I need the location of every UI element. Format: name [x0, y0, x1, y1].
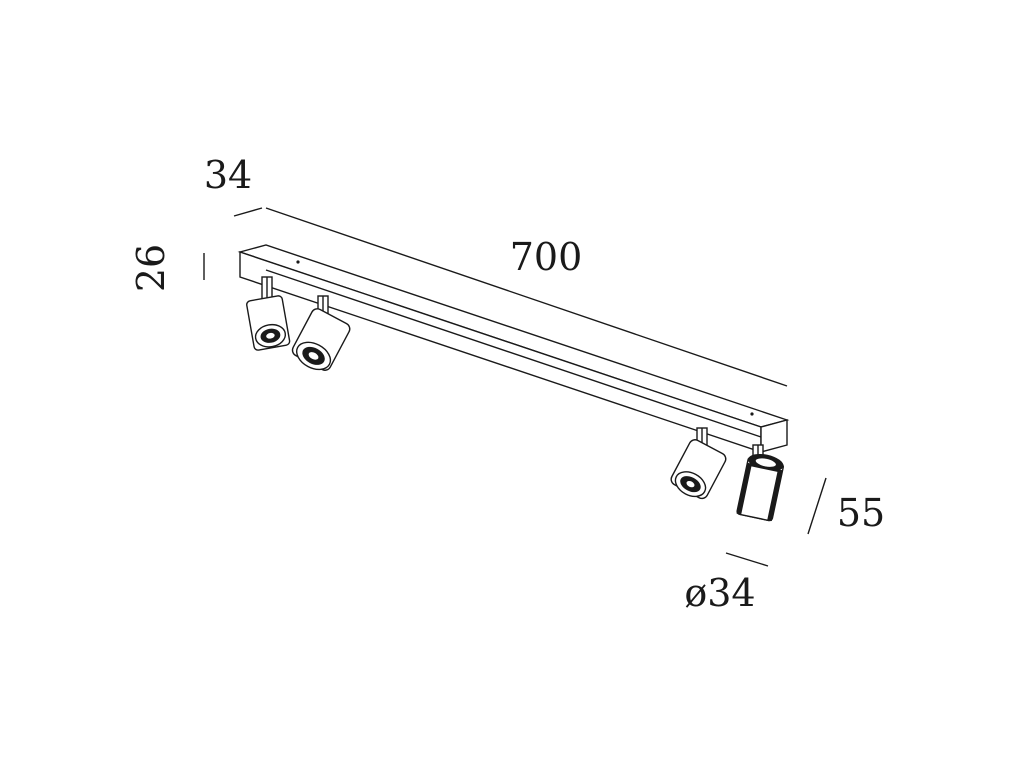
depth-label: 34: [204, 153, 252, 197]
track-rail: [237, 244, 790, 453]
spot-height-label: 55: [837, 491, 885, 535]
spotlight-4: [736, 444, 784, 522]
height-label: 26: [129, 244, 173, 292]
spot-diameter-label: ø34: [684, 571, 755, 615]
spotlight-2: [291, 295, 351, 371]
length-label: 700: [510, 235, 583, 279]
spotlight-1: [246, 276, 291, 351]
spotlight-3: [670, 427, 727, 500]
dimension-lines: [203, 207, 827, 567]
